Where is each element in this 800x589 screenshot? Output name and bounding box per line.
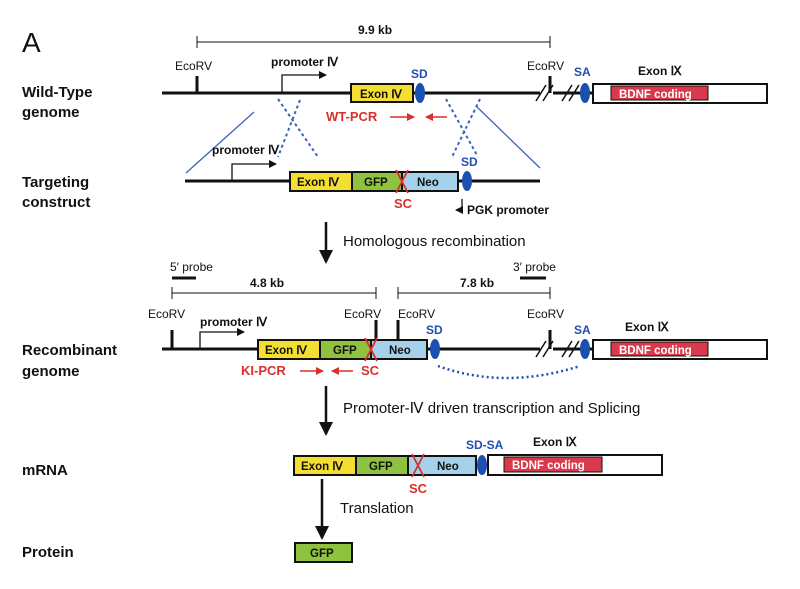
sa-label: SA bbox=[574, 65, 591, 79]
gfp-protein-box bbox=[294, 542, 353, 563]
pgk-promoter-label: PGK promoter bbox=[467, 203, 549, 217]
row-label-protein: Protein bbox=[22, 544, 74, 561]
promoter-label: promoter Ⅳ bbox=[271, 55, 339, 69]
gfp-label: GFP bbox=[333, 345, 357, 357]
distance-bracket-wt bbox=[196, 36, 551, 48]
exon-ix-label: Exon Ⅸ bbox=[533, 435, 578, 449]
wt-pcr-label: WT-PCR bbox=[326, 109, 378, 124]
neo-label: Neo bbox=[437, 461, 459, 473]
sd-site bbox=[415, 83, 425, 103]
promoter-arrow bbox=[231, 160, 277, 181]
promoter-label: promoter Ⅳ bbox=[200, 315, 268, 329]
crossover-left bbox=[277, 98, 319, 158]
ecorv-label: EcoRV bbox=[527, 59, 564, 73]
row-label-recombinant-2: genome bbox=[22, 363, 80, 380]
bdnf-coding-label: BDNF coding bbox=[619, 345, 692, 357]
sa-label: SA bbox=[574, 323, 591, 337]
splicing-arc bbox=[437, 364, 581, 380]
sd-sa-label: SD-SA bbox=[466, 438, 504, 452]
sd-label: SD bbox=[461, 155, 478, 169]
sa-site bbox=[580, 83, 590, 103]
step-label-homologous: Homologous recombination bbox=[343, 233, 526, 250]
promoter-arrow bbox=[199, 328, 245, 349]
row-label-targeting-2: construct bbox=[22, 194, 90, 211]
pgk-promoter-arrow bbox=[455, 199, 463, 214]
exon-iv-label: Exon Ⅳ bbox=[297, 176, 340, 189]
distance-bracket-right bbox=[397, 287, 551, 299]
sa-site bbox=[580, 339, 590, 359]
promoter-label: promoter Ⅳ bbox=[212, 143, 280, 157]
ecorv-label: EcoRV bbox=[148, 307, 185, 321]
ecorv-label: EcoRV bbox=[344, 307, 381, 321]
bdnf-coding-box bbox=[503, 456, 603, 473]
bdnf-coding-box bbox=[610, 341, 709, 357]
row-label-wild-type-1: Wild-Type bbox=[22, 84, 92, 101]
sd-site bbox=[430, 339, 440, 359]
gfp-label: GFP bbox=[364, 177, 388, 189]
row-label-targeting-1: Targeting bbox=[22, 174, 89, 191]
stop-codon-mark bbox=[411, 453, 425, 478]
distance-label-right: 7.8 kb bbox=[460, 276, 494, 290]
sd-site bbox=[462, 171, 472, 191]
ki-pcr-label: KI-PCR bbox=[241, 363, 286, 378]
sc-label: SC bbox=[361, 363, 380, 378]
exon-iv-box bbox=[350, 83, 414, 103]
panel-letter: A bbox=[22, 27, 41, 58]
gfp-protein-label: GFP bbox=[310, 548, 334, 560]
distance-label-wt: 9.9 kb bbox=[358, 23, 392, 37]
row-label-recombinant-1: Recombinant bbox=[22, 342, 117, 359]
step-label-translation: Translation bbox=[340, 500, 414, 517]
exon-iv-label: Exon Ⅳ bbox=[301, 460, 344, 473]
neo-label: Neo bbox=[389, 345, 411, 357]
ecorv-label: EcoRV bbox=[398, 307, 435, 321]
neo-box bbox=[407, 455, 477, 476]
exon-iv-label: Exon Ⅳ bbox=[265, 344, 308, 357]
probe-5-label: 5′ probe bbox=[170, 260, 213, 274]
bdnf-coding-box bbox=[610, 85, 709, 101]
distance-label-left: 4.8 kb bbox=[250, 276, 284, 290]
gfp-label: GFP bbox=[369, 461, 393, 473]
neo-label: Neo bbox=[417, 177, 439, 189]
probe-3-label: 3′ probe bbox=[513, 260, 556, 274]
exon-iv-label: Exon Ⅳ bbox=[360, 88, 403, 101]
crossover-right bbox=[445, 98, 481, 158]
distance-bracket-left bbox=[171, 287, 377, 299]
exon-ix-label: Exon Ⅸ bbox=[625, 320, 670, 334]
ecorv-label: EcoRV bbox=[527, 307, 564, 321]
bdnf-coding-label: BDNF coding bbox=[619, 89, 692, 101]
sc-label: SC bbox=[394, 196, 413, 211]
homology-lines bbox=[185, 105, 541, 174]
stop-codon-mark bbox=[364, 337, 378, 362]
sd-label: SD bbox=[411, 67, 428, 81]
row-label-mrna: mRNA bbox=[22, 462, 68, 479]
ecorv-label: EcoRV bbox=[175, 59, 212, 73]
sd-sa-site bbox=[477, 455, 487, 475]
row-label-wild-type-2: genome bbox=[22, 104, 80, 121]
sc-label: SC bbox=[409, 481, 428, 496]
bdnf-coding-label: BDNF coding bbox=[512, 460, 585, 472]
sd-label: SD bbox=[426, 323, 443, 337]
promoter-arrow bbox=[281, 71, 327, 93]
exon-ix-label: Exon Ⅸ bbox=[638, 64, 683, 78]
break-marks-recombinant bbox=[535, 340, 580, 358]
step-label-transcription: Promoter-Ⅳ driven transcription and Spli… bbox=[343, 400, 640, 417]
stop-codon-mark bbox=[395, 169, 409, 194]
